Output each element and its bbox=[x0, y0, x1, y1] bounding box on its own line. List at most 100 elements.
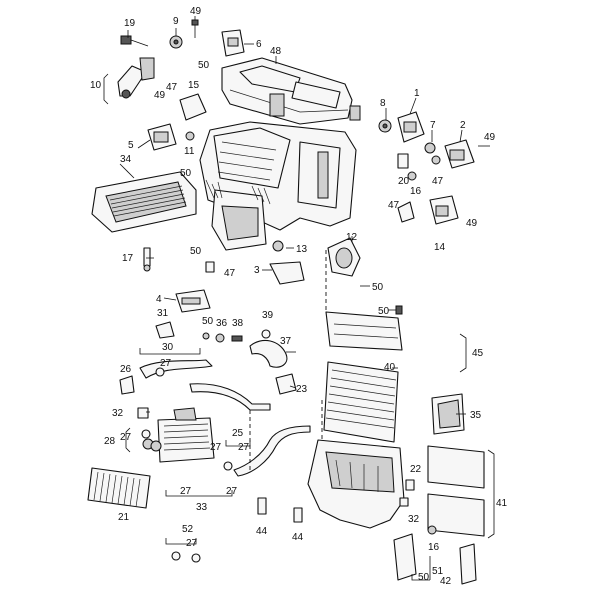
small-parts-36-38 bbox=[202, 332, 243, 343]
sensor-44-a bbox=[257, 497, 267, 515]
sensor-44-b bbox=[293, 507, 303, 523]
callout-48: 48 bbox=[270, 46, 282, 57]
connector-28 bbox=[142, 438, 162, 452]
actuator-6 bbox=[221, 29, 245, 57]
callout-2: 2 bbox=[460, 120, 466, 131]
clip-18 bbox=[427, 525, 437, 535]
linkage-10 bbox=[117, 57, 155, 99]
actuator-14 bbox=[429, 195, 459, 225]
clip-32-left bbox=[137, 407, 149, 419]
callout-32-left: 32 bbox=[112, 408, 124, 419]
actuator-5 bbox=[147, 123, 177, 151]
callout-39: 39 bbox=[262, 310, 274, 321]
callout-50-bottom: 50 bbox=[418, 572, 430, 583]
callout-20: 20 bbox=[398, 176, 410, 187]
callout-27-e: 27 bbox=[226, 486, 238, 497]
pipe-30 bbox=[139, 359, 213, 379]
bracket-51 bbox=[393, 533, 417, 581]
clip-47-right bbox=[397, 155, 441, 223]
bracket-26 bbox=[119, 375, 135, 395]
ring-52 bbox=[171, 551, 181, 561]
callout-1: 1 bbox=[414, 88, 420, 99]
bracket-4 bbox=[175, 289, 211, 313]
callout-10: 10 bbox=[90, 80, 102, 91]
callout-11: 11 bbox=[184, 146, 195, 157]
callout-52: 52 bbox=[182, 524, 194, 535]
callout-41: 41 bbox=[496, 498, 508, 509]
callout-36: 36 bbox=[216, 318, 228, 329]
callout-21: 21 bbox=[118, 512, 130, 523]
callout-26: 26 bbox=[120, 364, 132, 375]
callout-44-a: 44 bbox=[256, 526, 268, 537]
callout-27-top: 27 bbox=[160, 358, 172, 369]
callout-37: 37 bbox=[280, 336, 292, 347]
callout-13: 13 bbox=[296, 244, 308, 255]
callout-30: 30 bbox=[162, 342, 174, 353]
callout-47-mid: 47 bbox=[432, 176, 444, 187]
gear-8 bbox=[378, 119, 392, 133]
coolant-pipe-25 bbox=[189, 383, 311, 477]
cover-45 bbox=[325, 305, 403, 351]
gear-7 bbox=[424, 142, 436, 154]
leader-lines bbox=[119, 16, 490, 470]
filter-pad-41-b bbox=[427, 493, 485, 537]
callout-7: 7 bbox=[430, 120, 436, 131]
callout-49-low: 49 bbox=[466, 218, 478, 229]
duct-3 bbox=[269, 261, 305, 285]
callout-31: 31 bbox=[157, 308, 169, 319]
clip-22 bbox=[405, 479, 415, 491]
filter-pad-41-a bbox=[427, 445, 485, 489]
callout-27-b: 27 bbox=[210, 442, 222, 453]
callout-50-b: 50 bbox=[202, 316, 214, 327]
callout-32-right: 32 bbox=[408, 514, 420, 525]
bracket-lines bbox=[103, 73, 495, 581]
callout-49-right: 49 bbox=[484, 132, 496, 143]
callout-27-c: 27 bbox=[238, 442, 250, 453]
clip-27-lower bbox=[223, 461, 233, 471]
callout-18: 16 bbox=[428, 542, 440, 553]
callout-27-mid: 27 bbox=[120, 432, 132, 443]
flap-levers bbox=[205, 179, 271, 205]
lower-housing bbox=[307, 439, 405, 529]
nut-13 bbox=[272, 240, 284, 252]
callout-38: 38 bbox=[232, 318, 244, 329]
clip-31 bbox=[155, 321, 175, 339]
clip-32-right bbox=[399, 497, 409, 507]
callout-23: 23 bbox=[296, 384, 308, 395]
callout-35: 35 bbox=[470, 410, 482, 421]
sensor-20 bbox=[397, 153, 409, 169]
callout-49-top: 49 bbox=[190, 6, 202, 17]
clip-23 bbox=[275, 373, 297, 395]
callout-17: 17 bbox=[122, 253, 134, 264]
callout-47-top: 47 bbox=[166, 82, 178, 93]
callout-8: 8 bbox=[380, 98, 386, 109]
callout-22: 22 bbox=[410, 464, 422, 475]
callout-6: 6 bbox=[256, 39, 262, 50]
ring-27-set bbox=[141, 367, 201, 563]
callout-50-mid: 50 bbox=[180, 168, 192, 179]
callout-27-f: 27 bbox=[186, 538, 198, 549]
actuator-1 bbox=[397, 111, 425, 143]
callout-50-top: 50 bbox=[198, 60, 210, 71]
callout-50-cover: 50 bbox=[378, 306, 390, 317]
clip-47-left bbox=[205, 261, 215, 273]
sensor-17 bbox=[143, 247, 151, 272]
callout-34: 34 bbox=[120, 154, 132, 165]
filter-35 bbox=[431, 393, 465, 435]
callout-12: 12 bbox=[346, 232, 358, 243]
heater-core-33 bbox=[157, 407, 215, 463]
callout-14: 14 bbox=[434, 242, 446, 253]
callout-42: 42 bbox=[440, 576, 452, 587]
ring-39 bbox=[261, 329, 271, 339]
callout-3: 3 bbox=[254, 265, 260, 276]
callout-9: 9 bbox=[173, 16, 179, 27]
callout-50-right: 50 bbox=[372, 282, 384, 293]
housing-lid-48 bbox=[221, 57, 361, 125]
screw-19 bbox=[120, 35, 149, 47]
callout-4: 4 bbox=[156, 294, 162, 305]
callout-47-low: 47 bbox=[224, 268, 236, 279]
clip-16 bbox=[407, 171, 417, 181]
callout-27-d: 27 bbox=[180, 486, 192, 497]
